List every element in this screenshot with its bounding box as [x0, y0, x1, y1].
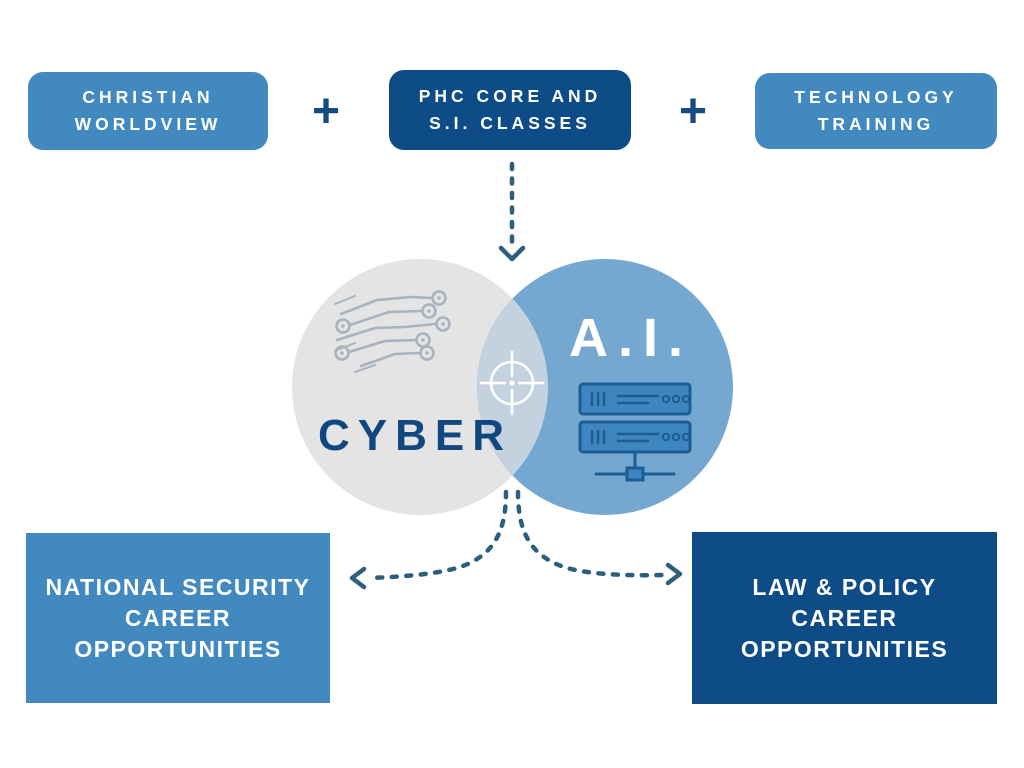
- technology-training-label: TECHNOLOGY TRAINING: [794, 87, 958, 134]
- ai-label: A.I.: [569, 308, 693, 368]
- circuit-board-icon: [334, 290, 451, 373]
- split-arrow-left-head: [349, 566, 367, 590]
- plus-sign-2: +: [678, 85, 708, 138]
- national-security-career-label: NATIONAL SECURITY CAREER OPPORTUNITIES: [45, 573, 311, 662]
- law-policy-career-box: LAW & POLICY CAREER OPPORTUNITIES: [692, 532, 997, 704]
- dotted-split-arrows-icon: [349, 489, 683, 590]
- phc-core-si-classes-box: PHC CORE AND S.I. CLASSES: [389, 70, 631, 150]
- law-policy-career-label: LAW & POLICY CAREER OPPORTUNITIES: [740, 573, 949, 662]
- plus-sign-1: +: [311, 85, 341, 138]
- server-stack-icon: [578, 382, 692, 482]
- christian-worldview-box: CHRISTIAN WORLDVIEW: [28, 72, 268, 150]
- phc-core-si-classes-label: PHC CORE AND S.I. CLASSES: [418, 86, 602, 133]
- cyber-ai-venn-diagram: CYBER A.I.: [292, 259, 733, 515]
- dotted-arrow-down-head: [498, 245, 526, 262]
- crosshair-target-icon: [479, 350, 545, 416]
- split-arrow-right-head: [665, 562, 683, 586]
- dotted-arrow-down-icon: [498, 161, 526, 262]
- cyber-label: CYBER: [318, 411, 512, 460]
- split-arrow-right-shaft: [515, 489, 667, 578]
- national-security-career-box: NATIONAL SECURITY CAREER OPPORTUNITIES: [26, 533, 330, 703]
- split-arrow-left-shaft: [365, 489, 509, 581]
- christian-worldview-label: CHRISTIAN WORLDVIEW: [74, 87, 222, 134]
- technology-training-box: TECHNOLOGY TRAINING: [755, 73, 997, 149]
